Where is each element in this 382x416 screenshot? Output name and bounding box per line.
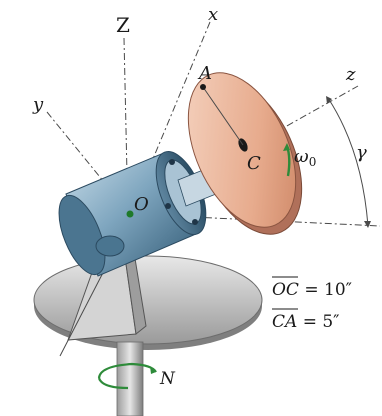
dimension-block: OC = 10″ CA = 5″ [272,276,352,332]
label-Z: Z [116,13,130,37]
axis-x [129,21,211,215]
base-turntable [33,255,263,350]
label-z: z [345,64,356,85]
label-O: O [134,194,149,215]
arrowhead-n [150,366,156,374]
label-omega: ω0 [294,146,316,169]
label-gamma: γ [356,142,367,163]
label-C: C [247,153,261,174]
radius-CA [202,86,244,146]
label-N: N [159,369,176,389]
label-y: y [32,94,44,115]
point-O-marker [126,210,134,218]
gamma-arc [326,96,371,228]
omega-arrow [283,143,291,177]
dimension-oc: OC = 10″ [272,280,352,300]
label-A: A [197,63,212,84]
point-A-marker [200,84,206,90]
dimension-ca: CA = 5″ [272,312,340,332]
vertical-shaft [97,341,157,416]
label-x: x [208,4,218,25]
disk [187,72,303,235]
